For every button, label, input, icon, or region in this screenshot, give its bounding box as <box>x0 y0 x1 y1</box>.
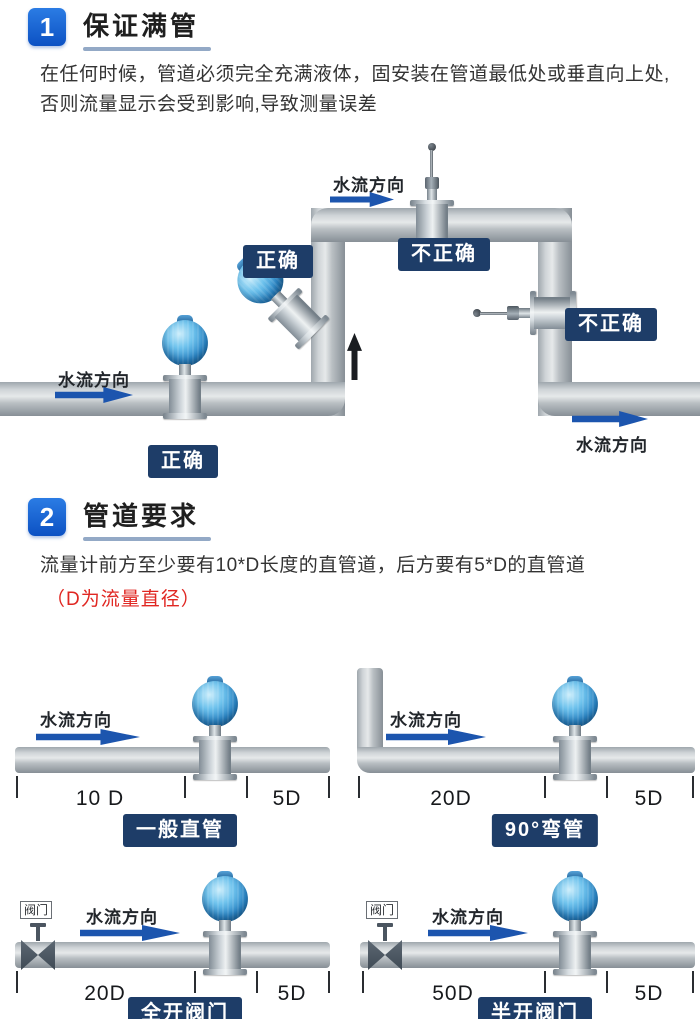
dimension-label: 20D <box>430 787 472 810</box>
dimension-tick <box>544 971 546 993</box>
flowmeter-icon <box>545 871 605 975</box>
dimension-label: 5D <box>277 982 307 1005</box>
dimension-label: 5D <box>272 787 302 810</box>
dimension-tick <box>184 776 186 798</box>
pipe-segment <box>15 747 330 773</box>
pipe-segment <box>15 942 330 968</box>
dimension-tick <box>544 776 546 798</box>
flowmeter-icon <box>195 871 255 975</box>
pipe-segment <box>311 208 345 416</box>
dimension-label: 5D <box>634 787 664 810</box>
section1-title: 保证满管 <box>83 11 200 41</box>
section2-title-wrap: 管道要求 <box>83 498 211 541</box>
dimension-tick <box>358 776 360 798</box>
straight-run-panels: 水流方向 10 D 5D 一般直管 水流方向 20D 5D 90°弯管 <box>0 648 700 1019</box>
dimension-label: 10 D <box>75 787 125 810</box>
flowmeter-icon <box>155 315 215 419</box>
flowmeter-icon <box>545 676 605 780</box>
panel-label-badge: 90°弯管 <box>491 814 599 847</box>
flow-arrow-icon <box>386 729 486 745</box>
dimension-tick <box>256 971 258 993</box>
section1-body-text: 在任何时候，管道必须完全充满液体，固安装在管道最低处或垂直向上处,否则流量显示会… <box>40 64 670 115</box>
flowmeter-icon <box>185 676 245 780</box>
dimension-label: 50D <box>432 982 474 1005</box>
pipe-segment <box>538 382 700 416</box>
sensor-probe-icon <box>473 283 576 343</box>
dimension-tick <box>692 971 694 993</box>
dimension-tick <box>606 776 608 798</box>
installation-diagram: 水流方向 水流方向 水流方向 正确 不正确 不正确 正确 <box>0 135 700 485</box>
valve-label: 阀门 <box>20 901 53 919</box>
dimension-tick <box>606 971 608 993</box>
dimension-tick <box>16 776 18 798</box>
section1-title-wrap: 保证满管 <box>83 8 211 51</box>
dimension-tick <box>246 776 248 798</box>
section1-number-badge: 1 <box>28 8 66 46</box>
flow-direction-label: 水流方向 <box>333 176 405 195</box>
section2-title-underline <box>83 537 211 541</box>
sensor-probe-icon <box>402 143 462 246</box>
section1-title-underline <box>83 47 211 51</box>
dimension-tick <box>362 971 364 993</box>
pipe-segment <box>360 942 695 968</box>
valve-label: 阀门 <box>366 901 399 919</box>
section2-body-text: 流量计前方至少要有10*D长度的直管道，后方要有5*D的直管道 <box>40 555 586 576</box>
dimension-tick <box>194 971 196 993</box>
flow-direction-label: 水流方向 <box>40 711 112 730</box>
flow-direction-label: 水流方向 <box>58 371 130 390</box>
flow-direction-label: 水流方向 <box>432 908 504 927</box>
section2-header: 2 管道要求 <box>28 498 211 541</box>
dimension-label: 5D <box>634 982 664 1005</box>
dimension-tick <box>692 776 694 798</box>
correct-badge: 正确 <box>243 245 313 278</box>
pipe-segment <box>357 668 383 761</box>
correct-badge: 正确 <box>148 445 218 478</box>
panel-label-badge: 半开阀门 <box>478 997 592 1019</box>
pipe-segment <box>357 747 695 773</box>
panel-label-badge: 一般直管 <box>123 814 237 847</box>
flow-up-arrow-icon <box>347 333 362 380</box>
section1-header: 1 保证满管 <box>28 8 211 51</box>
dimension-tick <box>16 971 18 993</box>
panel-label-badge: 全开阀门 <box>128 997 242 1019</box>
section2-note: （D为流量直径） <box>46 589 201 610</box>
incorrect-badge: 不正确 <box>565 308 657 341</box>
dimension-tick <box>328 971 330 993</box>
dimension-label: 20D <box>84 982 126 1005</box>
flow-direction-label: 水流方向 <box>576 436 648 455</box>
flow-direction-label: 水流方向 <box>86 908 158 927</box>
incorrect-badge: 不正确 <box>398 238 490 271</box>
flow-direction-label: 水流方向 <box>390 711 462 730</box>
section2-title: 管道要求 <box>83 501 200 531</box>
valve-icon <box>21 923 55 970</box>
valve-icon <box>368 923 402 970</box>
section2-number-badge: 2 <box>28 498 66 536</box>
flow-arrow-icon <box>36 729 140 745</box>
dimension-tick <box>328 776 330 798</box>
